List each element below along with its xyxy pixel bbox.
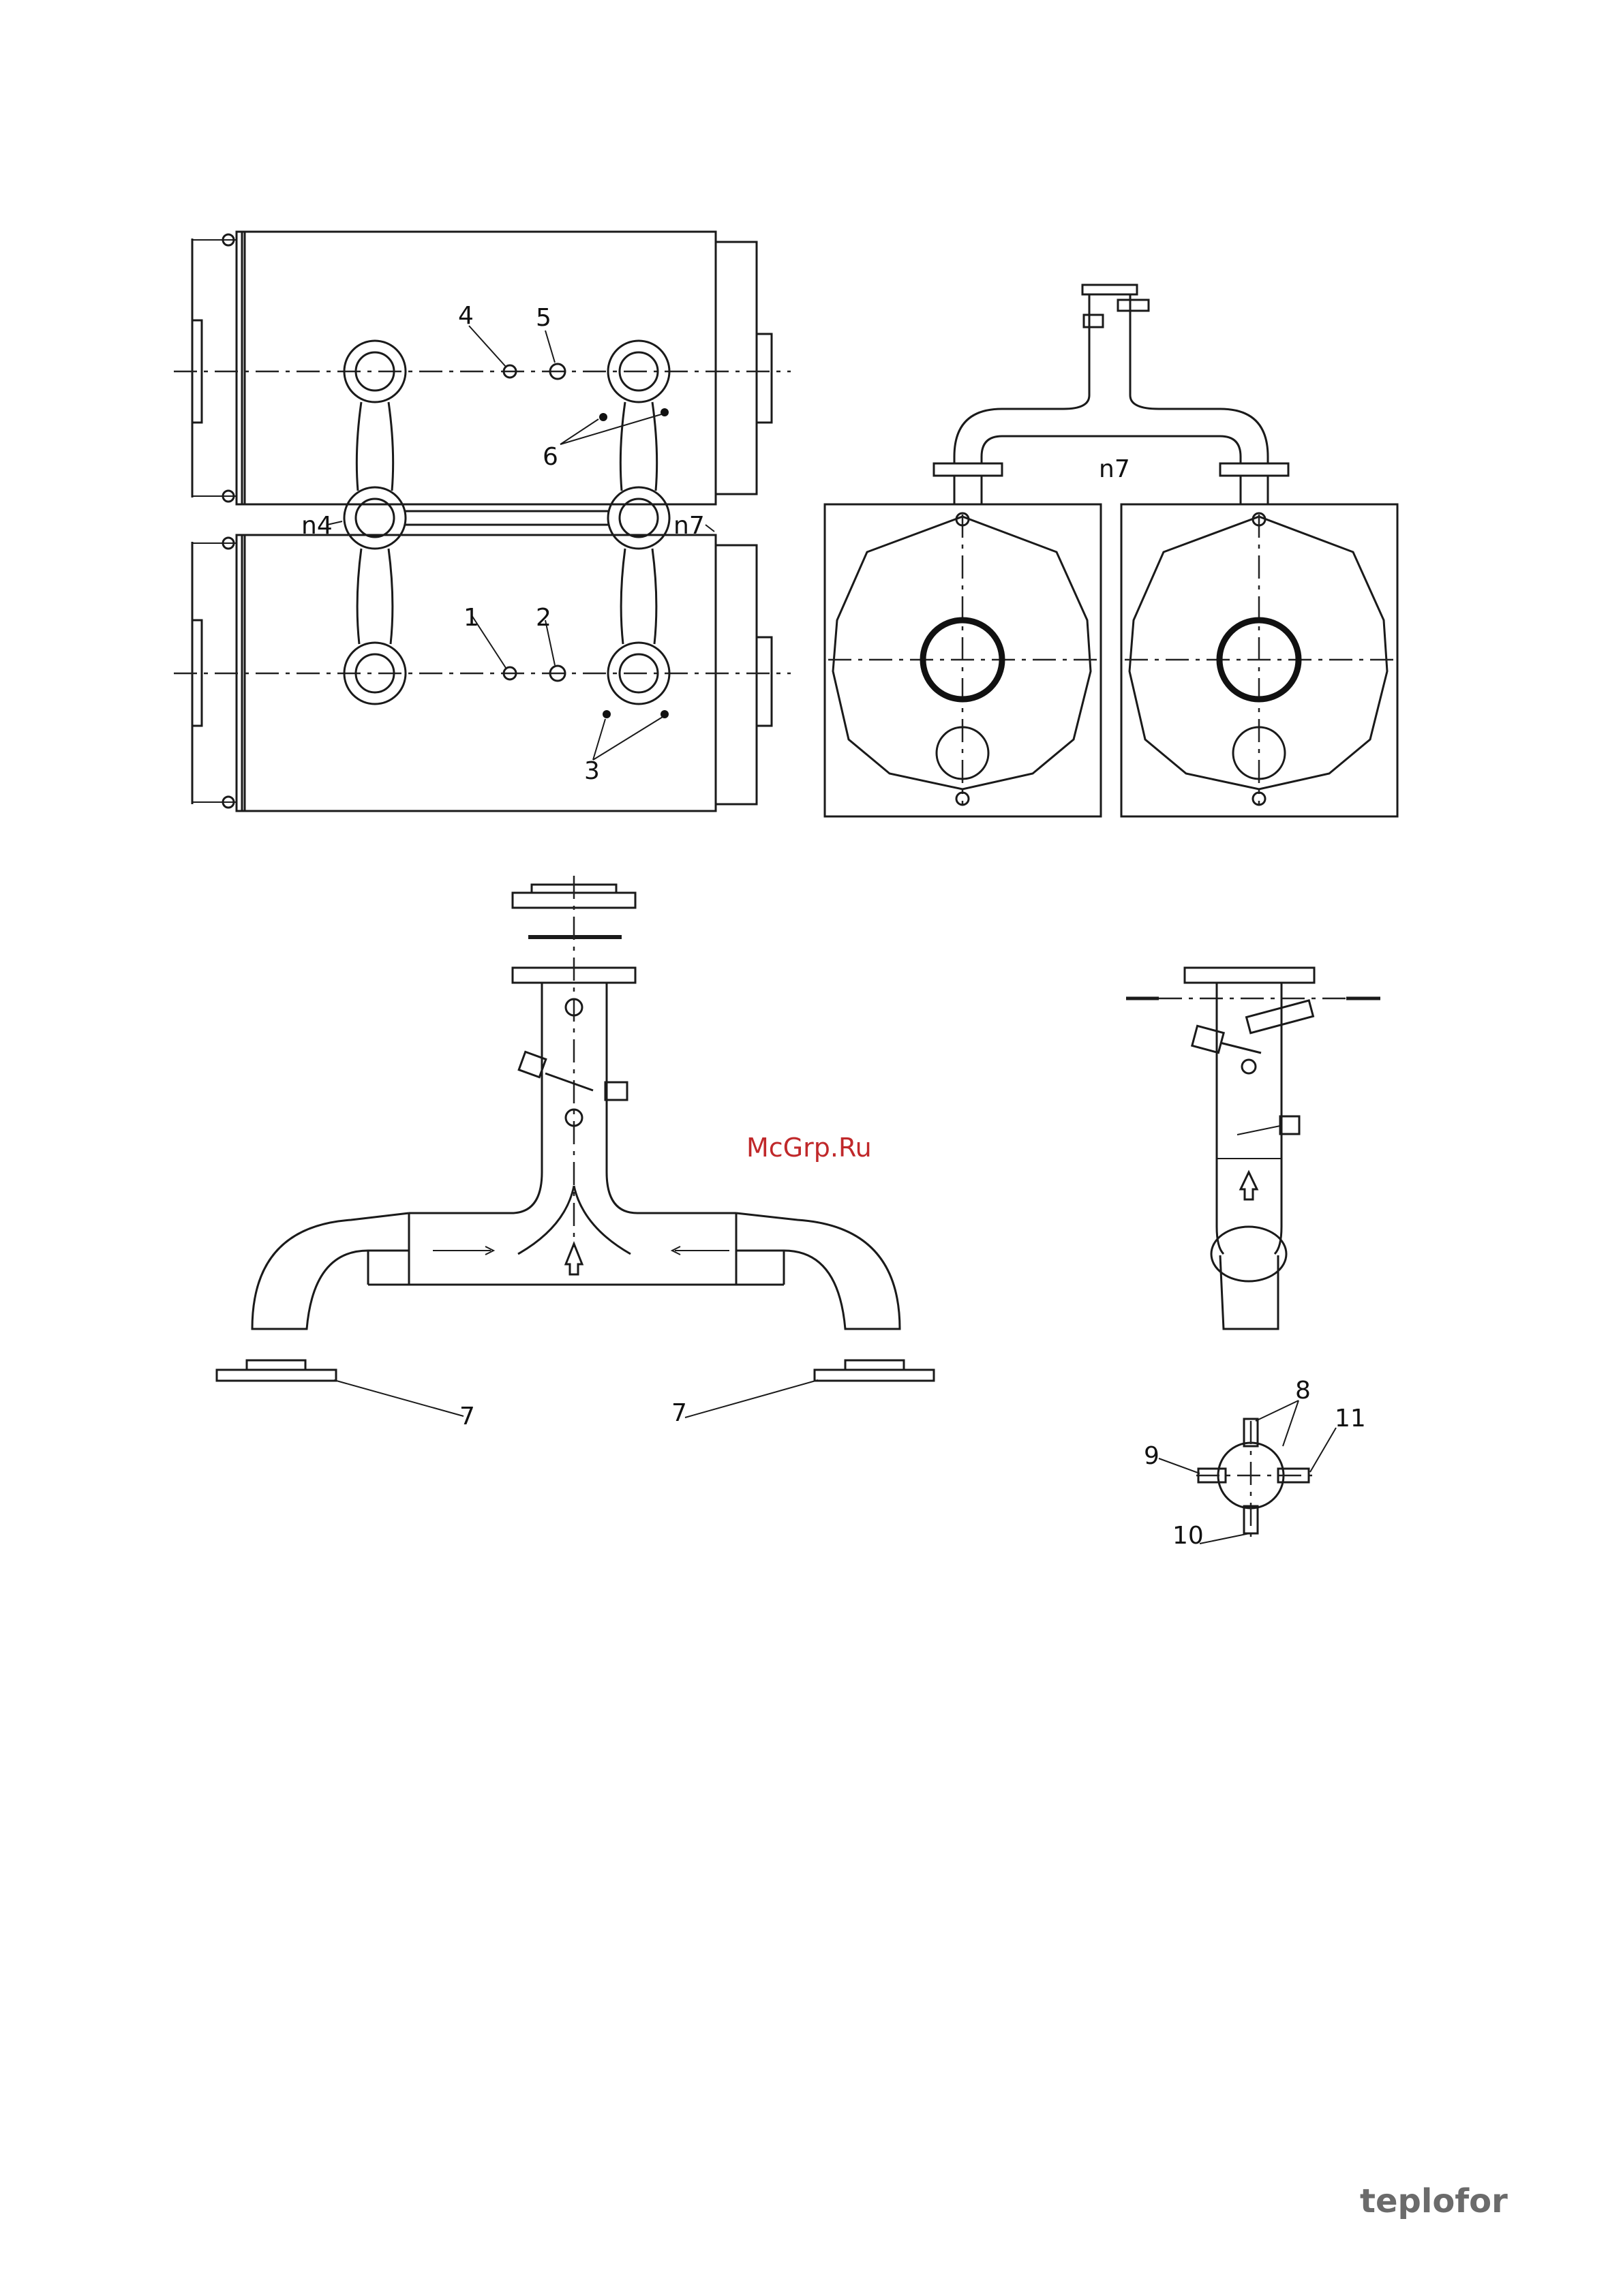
callout-8: 8 [1295,1377,1311,1405]
brand-logo: teplofor [1360,2182,1508,2220]
callout-1: 1 [464,604,479,632]
watermark: McGrp.Ru [746,1133,872,1163]
boiler-side-view-upper [174,232,791,504]
boiler-front-views: n7 [825,285,1397,816]
label-n7-front: n7 [1099,455,1130,483]
manifold-side-detail: 8 9 10 11 [1126,968,1380,1550]
label-n7-side: n7 [673,512,705,540]
callout-11: 11 [1335,1405,1366,1433]
callout-2: 2 [536,604,551,632]
callout-9: 9 [1144,1442,1159,1470]
callout-5: 5 [536,304,551,332]
callout-10: 10 [1172,1522,1204,1550]
callout-7-right: 7 [671,1399,687,1427]
callout-4: 4 [458,302,474,330]
label-n4: n4 [301,512,333,540]
callouts-side-view: 4 5 6 1 2 3 n4 n7 [301,302,714,785]
callout-7-left: 7 [459,1403,475,1430]
callout-6: 6 [543,443,558,471]
callout-3: 3 [584,757,600,785]
